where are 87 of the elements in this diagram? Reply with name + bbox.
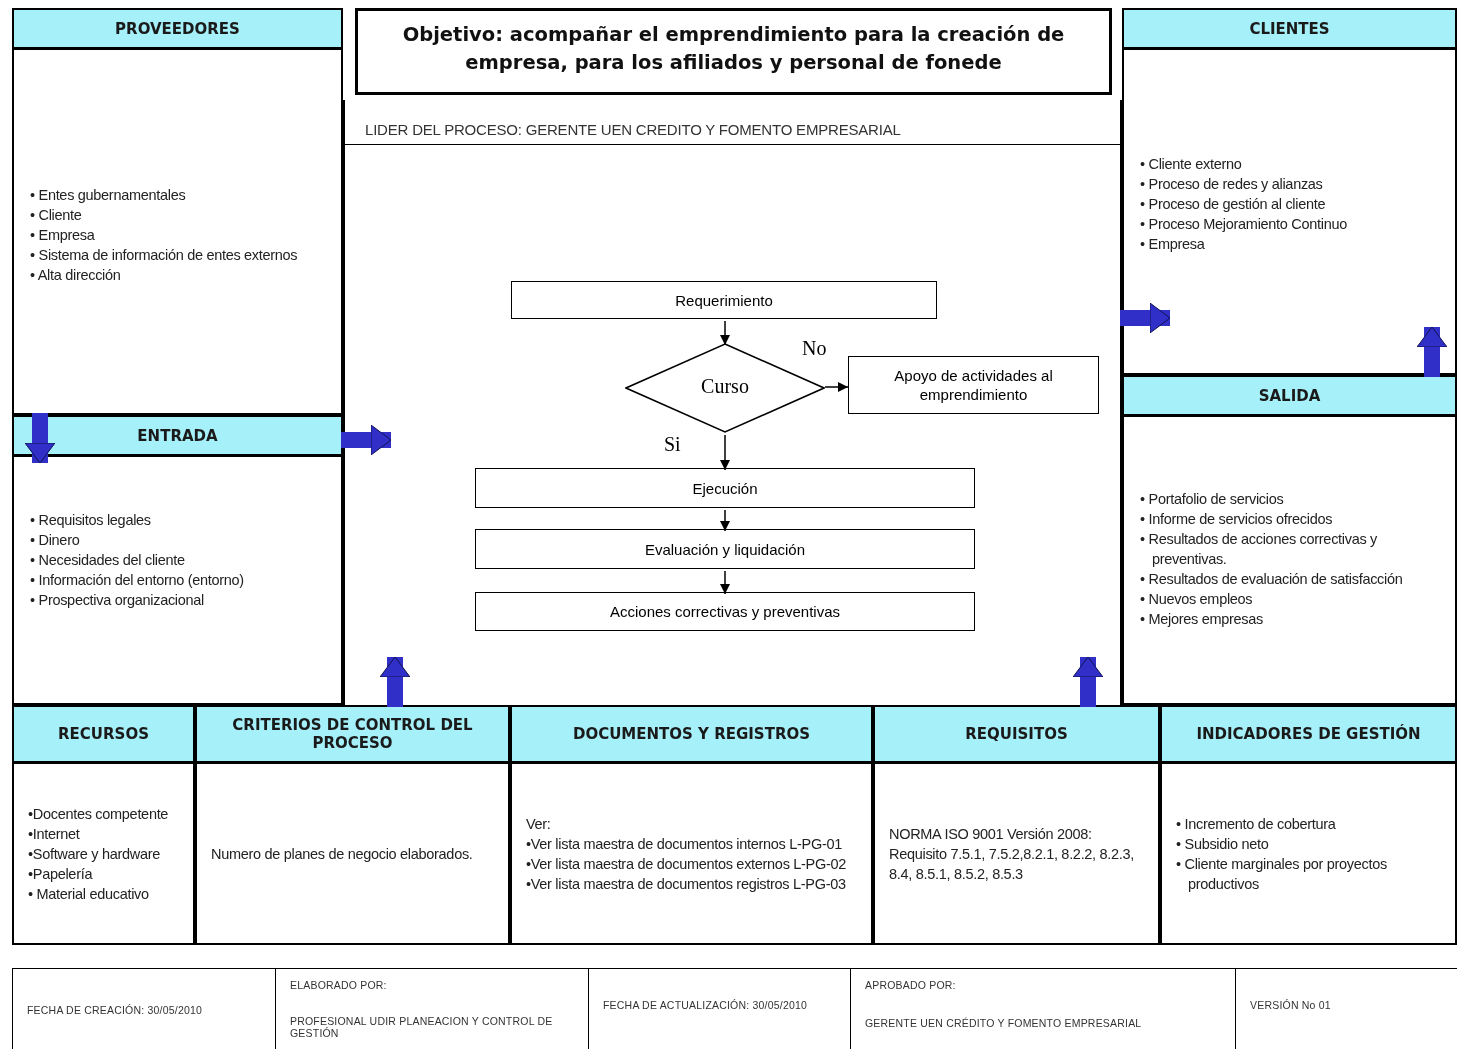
list-item: •Ver lista maestra de documentos registros L-PG-03: [526, 874, 846, 894]
process-box: [475, 592, 975, 631]
objective-box: [355, 8, 1112, 95]
arrow: [720, 320, 730, 346]
list-item: Ver:: [526, 814, 552, 834]
block-arrow: [1072, 656, 1104, 707]
arrow: [720, 570, 730, 595]
list-item: • Sistema de información de entes externos: [30, 246, 299, 265]
process-text: Requerimiento: [675, 290, 773, 310]
process-panel: [1122, 375, 1457, 705]
block-arrow: [341, 424, 392, 456]
process-text: Apoyo de actividades al emprendimiento: [893, 366, 1054, 404]
arrow: [824, 382, 849, 392]
block-arrow: [379, 656, 411, 707]
list-item: •Software y hardware: [28, 844, 162, 864]
footer-text: VERSIÓN No 01: [1250, 999, 1332, 1011]
process-box: [848, 356, 1099, 414]
process-leader-text: LIDER DEL PROCESO: GERENTE UEN CREDITO Y FOMENTO EMPRESARIAL: [365, 121, 901, 138]
list-item: • Requisitos legales: [30, 511, 152, 530]
list-item: •Ver lista maestra de documentos externos L-PG-02: [526, 854, 846, 874]
list-item: • Empresa: [30, 226, 96, 245]
list-item: • Incremento de cobertura: [1176, 814, 1337, 834]
footer-text: ELABORADO POR:: [290, 979, 388, 991]
panel-heading: CRITERIOS DE CONTROL DEL PROCESO: [197, 707, 508, 764]
table-column: [1160, 705, 1457, 945]
arrow: [720, 434, 730, 471]
list-item: •Papelería: [28, 864, 94, 884]
list-item: •Ver lista maestra de documentos internos L-PG-01: [526, 834, 843, 854]
list-item: • Material educativo: [28, 884, 150, 904]
decision-diamond: [625, 343, 825, 433]
list-item: •Internet: [28, 824, 81, 844]
process-panel: [1122, 8, 1457, 375]
process-box: [475, 529, 975, 569]
list-item: • Informe de servicios ofrecidos: [1140, 510, 1334, 529]
panel-heading: INDICADORES DE GESTIÓN: [1162, 707, 1455, 764]
block-arrow: [1120, 302, 1171, 334]
list-item: • Subsidio neto: [1176, 834, 1270, 854]
footer-text: APROBADO POR:: [865, 979, 957, 991]
table-column: [12, 705, 195, 945]
footer-text: FECHA DE ACTUALIZACIÓN: 30/05/2010: [603, 999, 809, 1011]
process-panel: [12, 415, 343, 705]
list-item: • Proceso de redes y alianzas: [1140, 175, 1324, 194]
footer-text: PROFESIONAL UDIR PLANEACION Y CONTROL DE GESTIÓN: [290, 1015, 554, 1039]
block-arrow: [1416, 326, 1448, 377]
panel-heading: PROVEEDORES: [14, 10, 341, 50]
list-item: • Necesidades del cliente: [30, 551, 186, 570]
panel-heading: ENTRADA: [14, 417, 341, 457]
list-item: • Información del entorno (entorno): [30, 571, 245, 590]
list-item: • Cliente marginales por proyectos productivos: [1176, 854, 1388, 894]
list-item: • Mejores empresas: [1140, 610, 1264, 629]
panel-heading: DOCUMENTOS Y REGISTROS: [512, 707, 871, 764]
footer-text: GERENTE UEN CRÉDITO Y FOMENTO EMPRESARIAL: [865, 1017, 1143, 1029]
list-item: •Docentes competente: [28, 804, 169, 824]
arrow: [720, 509, 730, 532]
block-arrow: [24, 413, 56, 464]
list-item: • Portafolio de servicios: [1140, 490, 1285, 509]
process-box: [511, 281, 937, 319]
list-item: NORMA ISO 9001 Versión 2008: Requisito 7.5.1, 7.5.2,8.2.1, 8.2.2, 8.2.3, 8.4, 8.5.1, 8.5.2, 8.5.3: [889, 824, 1136, 884]
list-item: • Resultados de acciones correctivas y preventivas.: [1140, 530, 1379, 569]
table-column: [510, 705, 873, 945]
list-item: • Entes gubernamentales: [30, 186, 187, 205]
list-item: • Alta dirección: [30, 266, 122, 285]
process-text: Acciones correctivas y preventivas: [609, 602, 841, 621]
list-item: • Dinero: [30, 531, 81, 550]
panel-heading: SALIDA: [1124, 377, 1455, 417]
process-text: Evaluación y liquidación: [644, 539, 806, 559]
panel-heading: CLIENTES: [1124, 10, 1455, 50]
footer-text: FECHA DE CREACIÓN: 30/05/2010: [27, 1004, 204, 1016]
table-column: [195, 705, 510, 945]
list-item: • Cliente externo: [1140, 155, 1243, 174]
list-item: • Proceso de gestión al cliente: [1140, 195, 1327, 214]
panel-heading: RECURSOS: [14, 707, 193, 764]
list-item: • Resultados de evaluación de satisfacción: [1140, 570, 1404, 589]
list-item: • Empresa: [1140, 235, 1206, 254]
list-item: • Nuevos empleos: [1140, 590, 1254, 609]
objective-text: Objetivo: acompañar el emprendimiento para la creación de empresa, para los afiliados y personal de fonede: [401, 22, 1066, 76]
panel-heading: REQUISITOS: [875, 707, 1158, 764]
process-box: [475, 468, 975, 508]
process-panel: [343, 100, 1122, 705]
process-panel: [12, 8, 343, 415]
process-text: Ejecución: [692, 478, 758, 498]
list-item: • Proceso Mejoramiento Continuo: [1140, 215, 1348, 234]
decision-text: Curso: [700, 375, 750, 398]
list-item: • Cliente: [30, 206, 83, 225]
table-column: [873, 705, 1160, 945]
list-item: • Prospectiva organizacional: [30, 591, 205, 610]
list-item: Numero de planes de negocio elaborados.: [211, 844, 473, 864]
